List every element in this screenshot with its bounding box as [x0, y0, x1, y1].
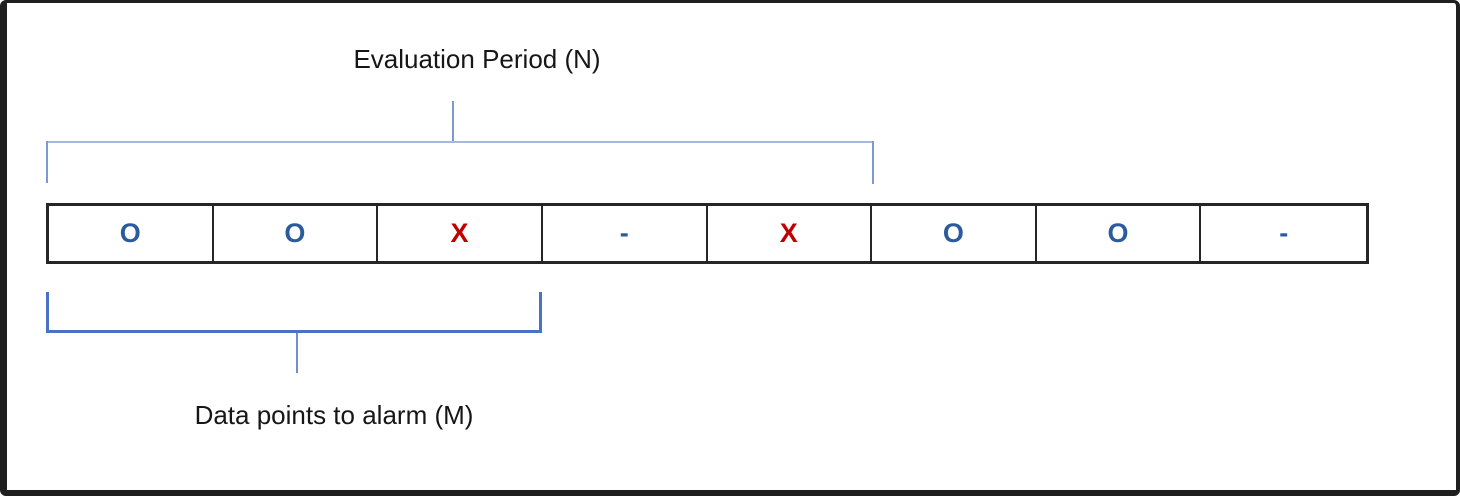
data-point-cell: X: [708, 206, 873, 261]
data-point-cell: O: [1037, 206, 1202, 261]
data-point-cell: X: [378, 206, 543, 261]
data-point-cell: -: [1279, 218, 1289, 248]
evaluation-period-label: Evaluation Period (N): [353, 44, 601, 74]
alarm-bracket-left-tick: [46, 292, 49, 333]
evaluation-period-bracket-line: [46, 141, 874, 143]
evaluation-period-bracket-right-tick: [872, 141, 874, 184]
data-point-cell: -: [543, 206, 708, 261]
alarm-bracket-stem: [296, 333, 298, 373]
evaluation-period-bracket-stem: [452, 101, 454, 142]
data-point-cell: O: [872, 206, 1037, 261]
alarm-bracket-right-tick: [539, 292, 542, 333]
alarm-bracket-line: [46, 330, 542, 333]
data-points-strip: O O X - X O O -: [46, 203, 1369, 264]
data-points-to-alarm-label: Data points to alarm (M): [194, 400, 474, 430]
data-point-cell: O: [49, 206, 214, 261]
data-point-cell: O: [214, 206, 379, 261]
evaluation-period-bracket-left-tick: [46, 141, 48, 183]
